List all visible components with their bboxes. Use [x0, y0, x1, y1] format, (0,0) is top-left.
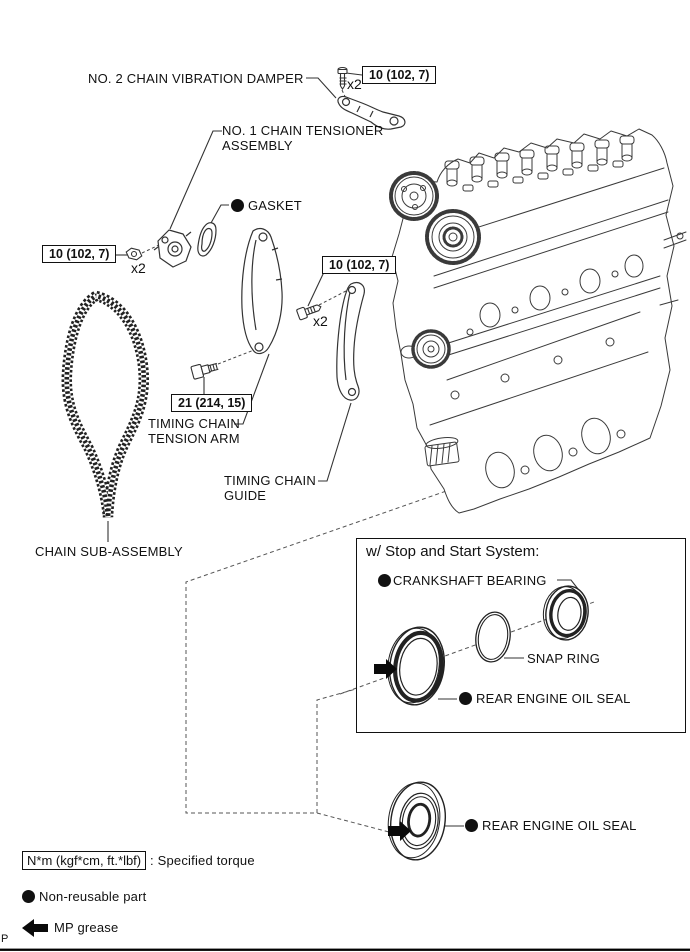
rear-oil-seal-bottom: [387, 781, 446, 861]
bolt-icon-guide: [296, 304, 322, 321]
torque-box-guide: 10 (102, 7): [322, 256, 397, 274]
qty-damper: x2: [347, 76, 362, 92]
label-vibration-damper: NO. 2 CHAIN VIBRATION DAMPER: [88, 71, 304, 86]
rear-oil-seal-inset: [387, 626, 445, 706]
torque-box-tension-arm: 21 (214, 15): [171, 394, 253, 412]
page-rule: [0, 948, 690, 951]
valve-tappets: [444, 135, 635, 192]
mp-grease-arrow-bottom: [388, 821, 411, 841]
legend-non-reusable-text: Non-reusable part: [39, 889, 147, 904]
oil-filter: [424, 437, 460, 467]
label-chain-guide: TIMING CHAIN GUIDE: [224, 473, 316, 503]
label-tension-arm-line2: TENSION ARM: [148, 431, 240, 446]
label-chain-sub-assembly: CHAIN SUB-ASSEMBLY: [35, 544, 183, 559]
label-tension-arm: TIMING CHAIN TENSION ARM: [148, 416, 240, 446]
damper-part: [337, 95, 406, 130]
label-tension-arm-line1: TIMING CHAIN: [148, 416, 240, 431]
label-crankshaft-bearing: CRANKSHAFT BEARING: [378, 573, 547, 588]
label-tensioner: NO. 1 CHAIN TENSIONER ASSEMBLY: [222, 123, 383, 153]
label-snap-ring: SNAP RING: [527, 651, 601, 666]
legend-torque-unit-box: N*m (kgf*cm, ft.*lbf): [22, 851, 147, 870]
crankshaft-bearing-part: [542, 585, 589, 641]
label-tensioner-line2: ASSEMBLY: [222, 138, 293, 153]
nut-icon: [125, 247, 143, 261]
label-chain-guide-line1: TIMING CHAIN: [224, 473, 316, 488]
engine-illustration: [389, 128, 687, 514]
non-reusable-icon: [378, 574, 391, 587]
label-rear-oil-seal-inset: REAR ENGINE OIL SEAL: [459, 691, 631, 706]
non-reusable-icon: [22, 890, 35, 903]
snap-ring-part: [475, 611, 511, 663]
tensioner-part: [153, 229, 192, 268]
cam-sprockets: [389, 171, 481, 265]
bolt-dashed-leaders: [141, 89, 348, 365]
timing-chain-illustration: [61, 290, 149, 518]
label-tensioner-line1: NO. 1 CHAIN TENSIONER: [222, 123, 384, 138]
legend-mp-grease: MP grease: [54, 920, 119, 935]
mp-grease-arrow-inset: [374, 659, 397, 679]
gasket-part: [197, 222, 217, 257]
label-crankshaft-bearing-text: CRANKSHAFT BEARING: [393, 573, 547, 588]
non-reusable-icon: [459, 692, 472, 705]
qty-guide: x2: [313, 313, 328, 329]
bolt-icon-tension-arm: [190, 362, 219, 380]
crank-sprocket: [400, 329, 451, 369]
non-reusable-icon: [231, 199, 244, 212]
legend-torque-desc: : Specified torque: [150, 853, 255, 868]
page-corner-letter: P: [1, 933, 9, 945]
torque-box-tensioner: 10 (102, 7): [42, 245, 117, 263]
tension-arm-part: [241, 227, 283, 355]
legend-non-reusable: Non-reusable part: [22, 889, 146, 904]
mp-grease-arrow-legend: [22, 919, 48, 937]
chain-guide-part: [336, 282, 365, 401]
stop-start-inset-box: [356, 538, 686, 733]
label-rear-oil-seal-bottom-text: REAR ENGINE OIL SEAL: [482, 818, 637, 833]
label-rear-oil-seal-bottom: REAR ENGINE OIL SEAL: [465, 818, 637, 833]
leader-lines: [107, 72, 583, 827]
inset-title: w/ Stop and Start System:: [366, 543, 540, 560]
label-gasket-text: GASKET: [248, 198, 302, 213]
label-gasket: GASKET: [231, 198, 302, 213]
label-rear-oil-seal-inset-text: REAR ENGINE OIL SEAL: [476, 691, 631, 706]
label-chain-guide-line2: GUIDE: [224, 488, 267, 503]
non-reusable-icon: [465, 819, 478, 832]
torque-box-damper: 10 (102, 7): [362, 66, 437, 84]
bolt-icon-damper: [337, 66, 348, 90]
qty-tensioner: x2: [131, 260, 146, 276]
block-ports: [450, 254, 644, 489]
